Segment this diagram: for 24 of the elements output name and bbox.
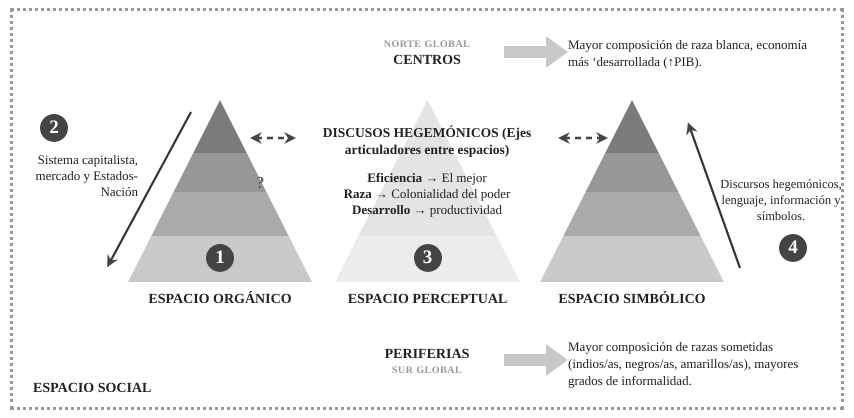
- pyramid-title: ESPACIO PERCEPTUAL: [346, 292, 508, 308]
- region-title: CENTROS: [392, 52, 462, 70]
- region-label: NORTE GLOBAL: [382, 38, 472, 52]
- annotation-text: Sistema capitalista, mercado y Estados-Nación: [34, 152, 138, 200]
- number-badge: 2: [40, 114, 68, 142]
- arrow: [558, 132, 608, 144]
- description-text: Mayor composición de razas sometidas (indios/as, negros/as, amarillos/as), mayores grados de informalidad.: [568, 338, 800, 389]
- heading-text: DISCUSOS HEGEMÓNICOS (Ejes articuladores entre espacios): [322, 124, 532, 158]
- frame-title: ESPACIO SOCIAL: [33, 381, 152, 397]
- list-line: Desarrollo → productividad: [351, 202, 503, 218]
- pyramid-title: ESPACIO ORGÁNICO: [147, 292, 293, 308]
- list-line: Raza → Colonialidad del poder: [342, 186, 512, 202]
- number-badge: 4: [779, 234, 807, 262]
- arrow: [504, 36, 568, 68]
- arrow: [250, 132, 296, 144]
- question-mark: ?: [256, 175, 264, 191]
- pyramid-title: ESPACIO SIMBÓLICO: [557, 292, 707, 308]
- annotation-text: Discursos hegemónicos, lenguaje, información y símbolos.: [719, 176, 843, 224]
- region-title: PERIFERIAS: [384, 346, 470, 364]
- region-label: SUR GLOBAL: [390, 364, 464, 378]
- list-line: Eficiencia → El mejor: [366, 170, 488, 186]
- arrow: [504, 344, 568, 376]
- description-text: Mayor composición de raza blanca, economía más ‘desarrollada (↑PIB).: [568, 36, 808, 70]
- dotted-frame: [10, 8, 844, 410]
